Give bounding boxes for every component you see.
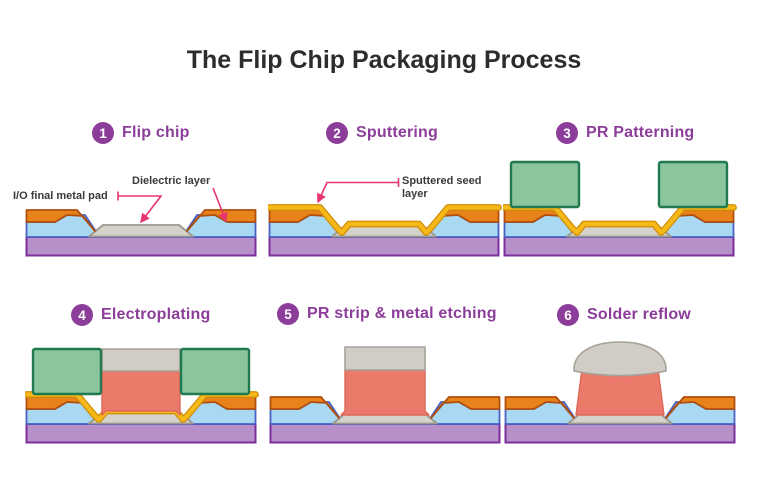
step-label-1: Flip chip [122, 124, 190, 141]
step-header-6: 6 Solder reflow [557, 304, 691, 326]
step-number-badge-4: 4 [71, 304, 93, 326]
annotation-sputtered-seed-line1: Sputtered seed [402, 175, 482, 187]
solder-dome [573, 341, 667, 377]
panel-step2-sputtering [268, 204, 502, 257]
step-number-badge-2: 2 [326, 122, 348, 144]
substrate-layer [25, 423, 257, 444]
annotation-io-final-metal-pad: I/O final metal pad [13, 190, 108, 202]
step-number-badge-1: 1 [92, 122, 114, 144]
step-label-2: Sputtering [356, 124, 438, 141]
dielectric-layer-left [25, 209, 96, 232]
photoresist-left [31, 347, 103, 396]
seed-layer [503, 205, 736, 235]
dielectric-layer-left [269, 396, 340, 419]
io-metal-pad [88, 224, 194, 238]
photoresist-left [509, 160, 581, 209]
panel-step1-flip-chip [25, 209, 257, 257]
step-label-5: PR strip & metal etching [307, 305, 497, 322]
dielectric-layer-right [430, 396, 501, 419]
step-header-2: 2 Sputtering [326, 122, 438, 144]
dielectric-layer-left [504, 396, 575, 419]
step-header-5: 5 PR strip & metal etching [277, 303, 497, 325]
panel-step5-pr-strip-metal-etching [269, 346, 501, 444]
infographic-title: The Flip Chip Packaging Process [186, 46, 582, 74]
dielectric-layer-right [186, 209, 257, 232]
substrate-layer [269, 423, 501, 444]
photoresist-right [657, 160, 729, 209]
step-header-4: 4 Electroplating [71, 304, 210, 326]
step-label-3: PR Patterning [586, 124, 695, 141]
step-header-3: 3 PR Patterning [556, 122, 694, 144]
panel-step3-pr-patterning [503, 160, 737, 257]
plated-metal-pillar [340, 369, 430, 416]
substrate-layer [504, 423, 736, 444]
annotation-sputtered-seed-line2: layer [402, 188, 428, 200]
seed-layer [268, 205, 501, 235]
panel-step4-electroplating [25, 347, 259, 444]
step-number-badge-6: 6 [557, 304, 579, 326]
substrate-layer [268, 236, 500, 257]
step-number-badge-3: 3 [556, 122, 578, 144]
panel-step6-solder-reflow [504, 341, 736, 444]
step-label-6: Solder reflow [587, 306, 691, 323]
step-header-1: 1 Flip chip [92, 122, 190, 144]
annotation-dielectric-layer: Dielectric layer [132, 175, 211, 187]
substrate-layer [25, 236, 257, 257]
solder-cap [101, 348, 181, 372]
dielectric-layer-right [665, 396, 736, 419]
step-number-badge-5: 5 [277, 303, 299, 325]
substrate-layer [503, 236, 735, 257]
step-label-4: Electroplating [101, 306, 211, 323]
solder-cap [344, 346, 426, 371]
photoresist-right [179, 347, 251, 396]
plated-metal [101, 370, 181, 416]
